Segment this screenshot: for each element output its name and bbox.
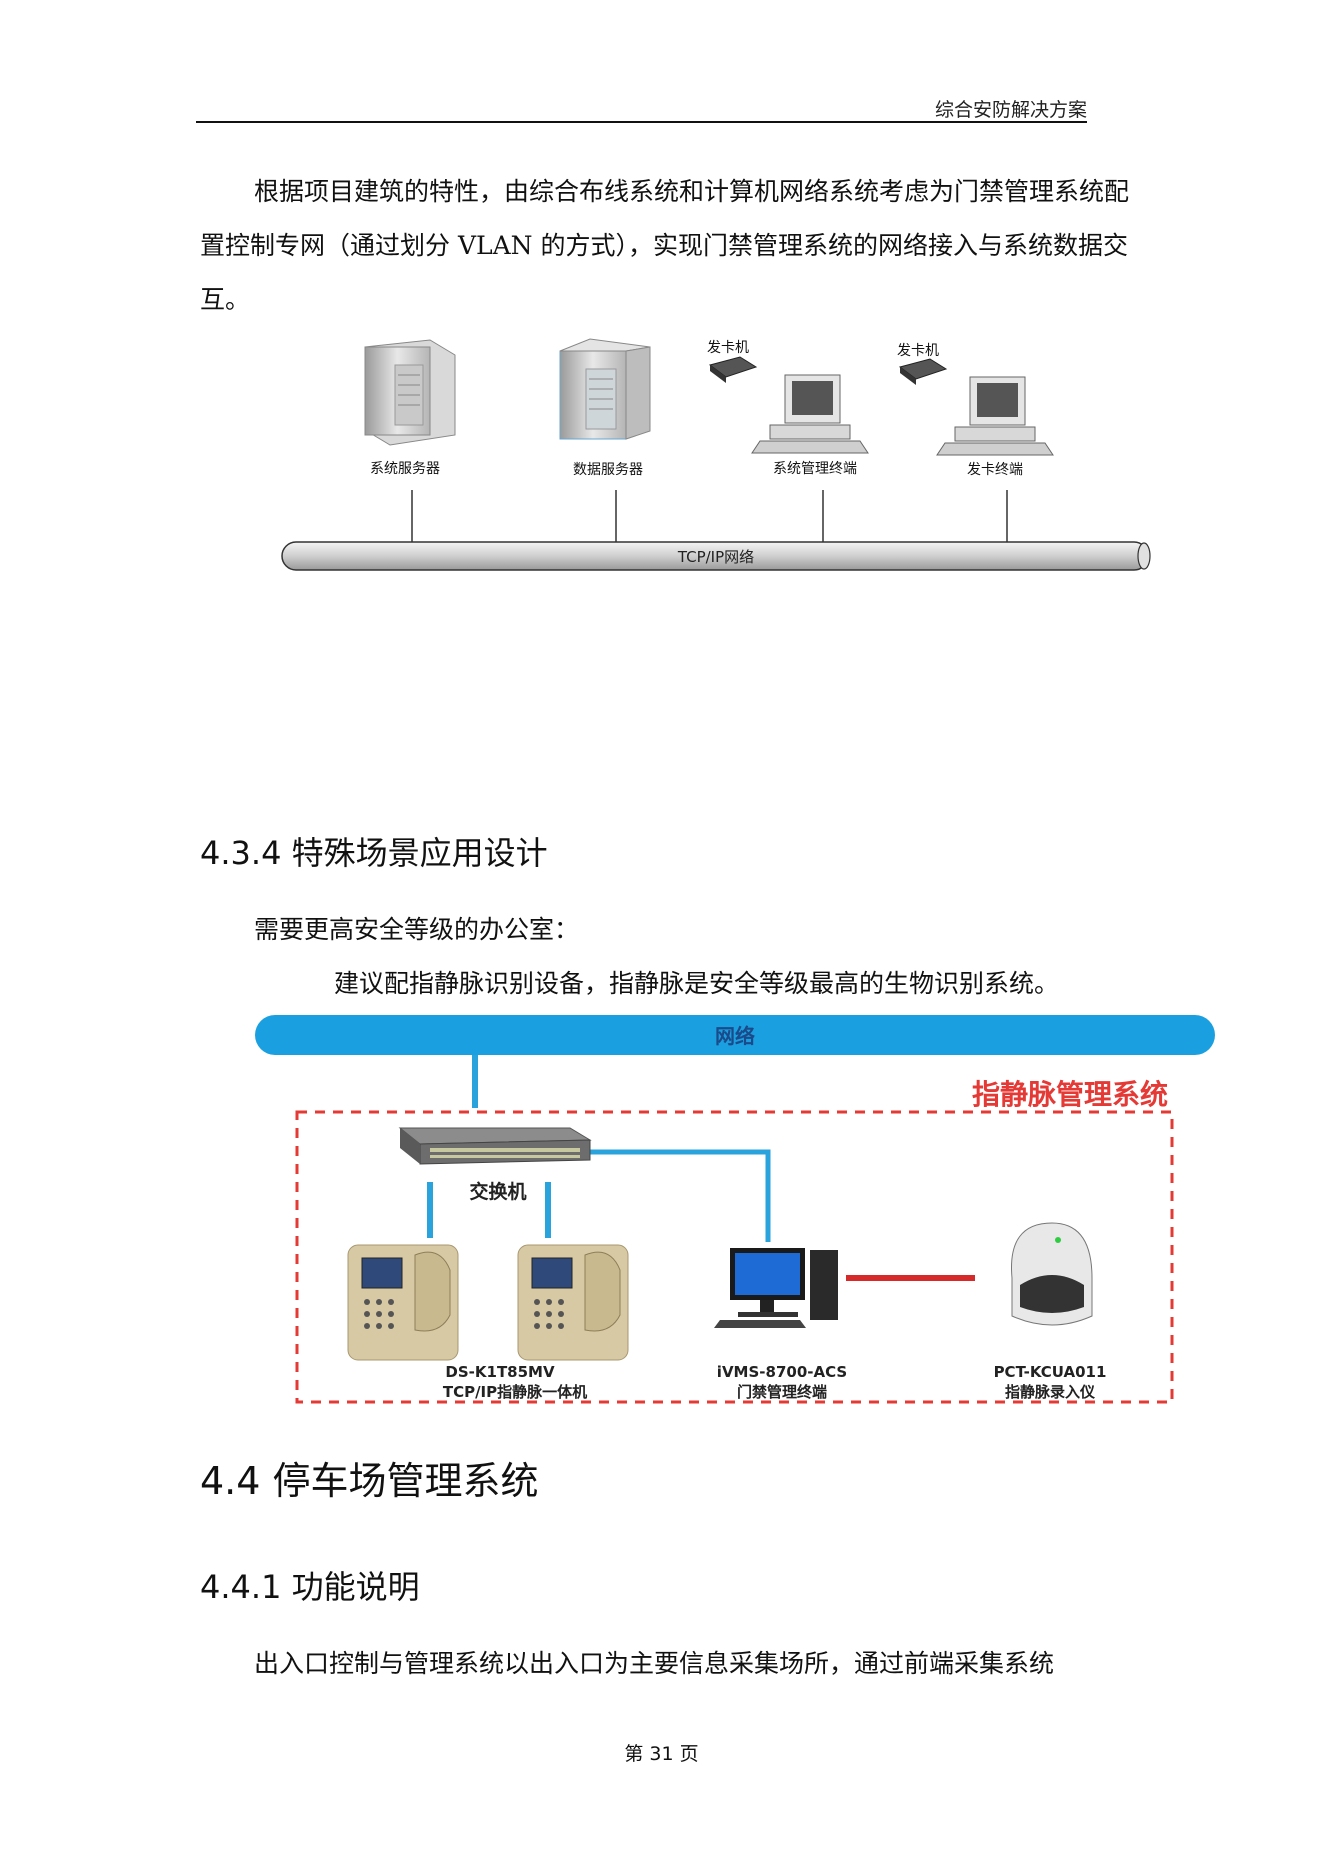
node-label: 系统管理终端 [773, 461, 857, 477]
network-bar [255, 1015, 1215, 1055]
card-reader-label: 发卡机 [897, 343, 939, 359]
device-model: DS-K1T85MV [445, 1363, 555, 1381]
device-model: iVMS-8700-ACS [717, 1363, 847, 1381]
page-number: 第 31 页 [624, 1743, 699, 1765]
computer-workstation-icon [714, 1248, 838, 1328]
header-rule [196, 121, 1087, 123]
node-label: 发卡终端 [967, 462, 1023, 478]
section-heading-4-4-1: 4.4.1 功能说明 [200, 1568, 420, 1606]
card-reader-icon [898, 358, 948, 385]
section-heading-4-4: 4.4 停车场管理系统 [200, 1459, 539, 1503]
card-reader-label: 发卡机 [707, 340, 749, 356]
server-icon [364, 339, 456, 446]
node-label: 系统服务器 [370, 461, 440, 477]
paragraph-parking-intro: 出入口控制与管理系统以出入口为主要信息采集场所，通过前端采集系统 [254, 1649, 1055, 1678]
page-header-title: 综合安防解决方案 [934, 99, 1087, 121]
device-model: PCT-KCUA011 [994, 1363, 1107, 1381]
tcpip-network-pipe [281, 541, 1151, 571]
server-icon [559, 338, 651, 440]
computer-icon [936, 376, 1054, 456]
network-topology-diagram: TCP/IP网络 系统服务器 数据服务器 发卡机 系统管理终端 发卡机 [281, 338, 1151, 571]
finger-vein-reader-icon [1011, 1222, 1093, 1326]
finger-vein-system-diagram: 网络 指静脉管理系统 交换机 DS-K1T85MV [255, 1015, 1215, 1404]
network-bar-label: 网络 [715, 1024, 755, 1048]
finger-vein-terminal-icon [347, 1244, 459, 1361]
system-boundary [295, 1110, 1174, 1404]
node-label: 数据服务器 [573, 462, 643, 478]
system-title: 指静脉管理系统 [972, 1078, 1168, 1111]
paragraph-office-requirement: 需要更高安全等级的办公室： [254, 915, 580, 944]
device-desc: 指静脉录入仪 [1005, 1383, 1096, 1401]
finger-vein-terminal-icon [517, 1244, 629, 1361]
paragraph-network-config: 根据项目建筑的特性，由综合布线系统和计算机网络系统考虑为门禁管理系统配置控制专网… [200, 177, 1130, 314]
paragraph-vein-recommendation: 建议配指静脉识别设备，指静脉是安全等级最高的生物识别系统。 [334, 969, 1060, 998]
card-reader-icon [708, 356, 758, 383]
device-desc: 门禁管理终端 [737, 1383, 827, 1401]
switch-label: 交换机 [469, 1180, 526, 1203]
section-heading-4-3-4: 4.3.4 特殊场景应用设计 [200, 834, 548, 872]
computer-icon [751, 374, 869, 454]
tcpip-network-label: TCP/IP网络 [677, 548, 754, 566]
network-switch-icon [398, 1127, 592, 1165]
device-desc: TCP/IP指静脉一体机 [443, 1383, 587, 1401]
